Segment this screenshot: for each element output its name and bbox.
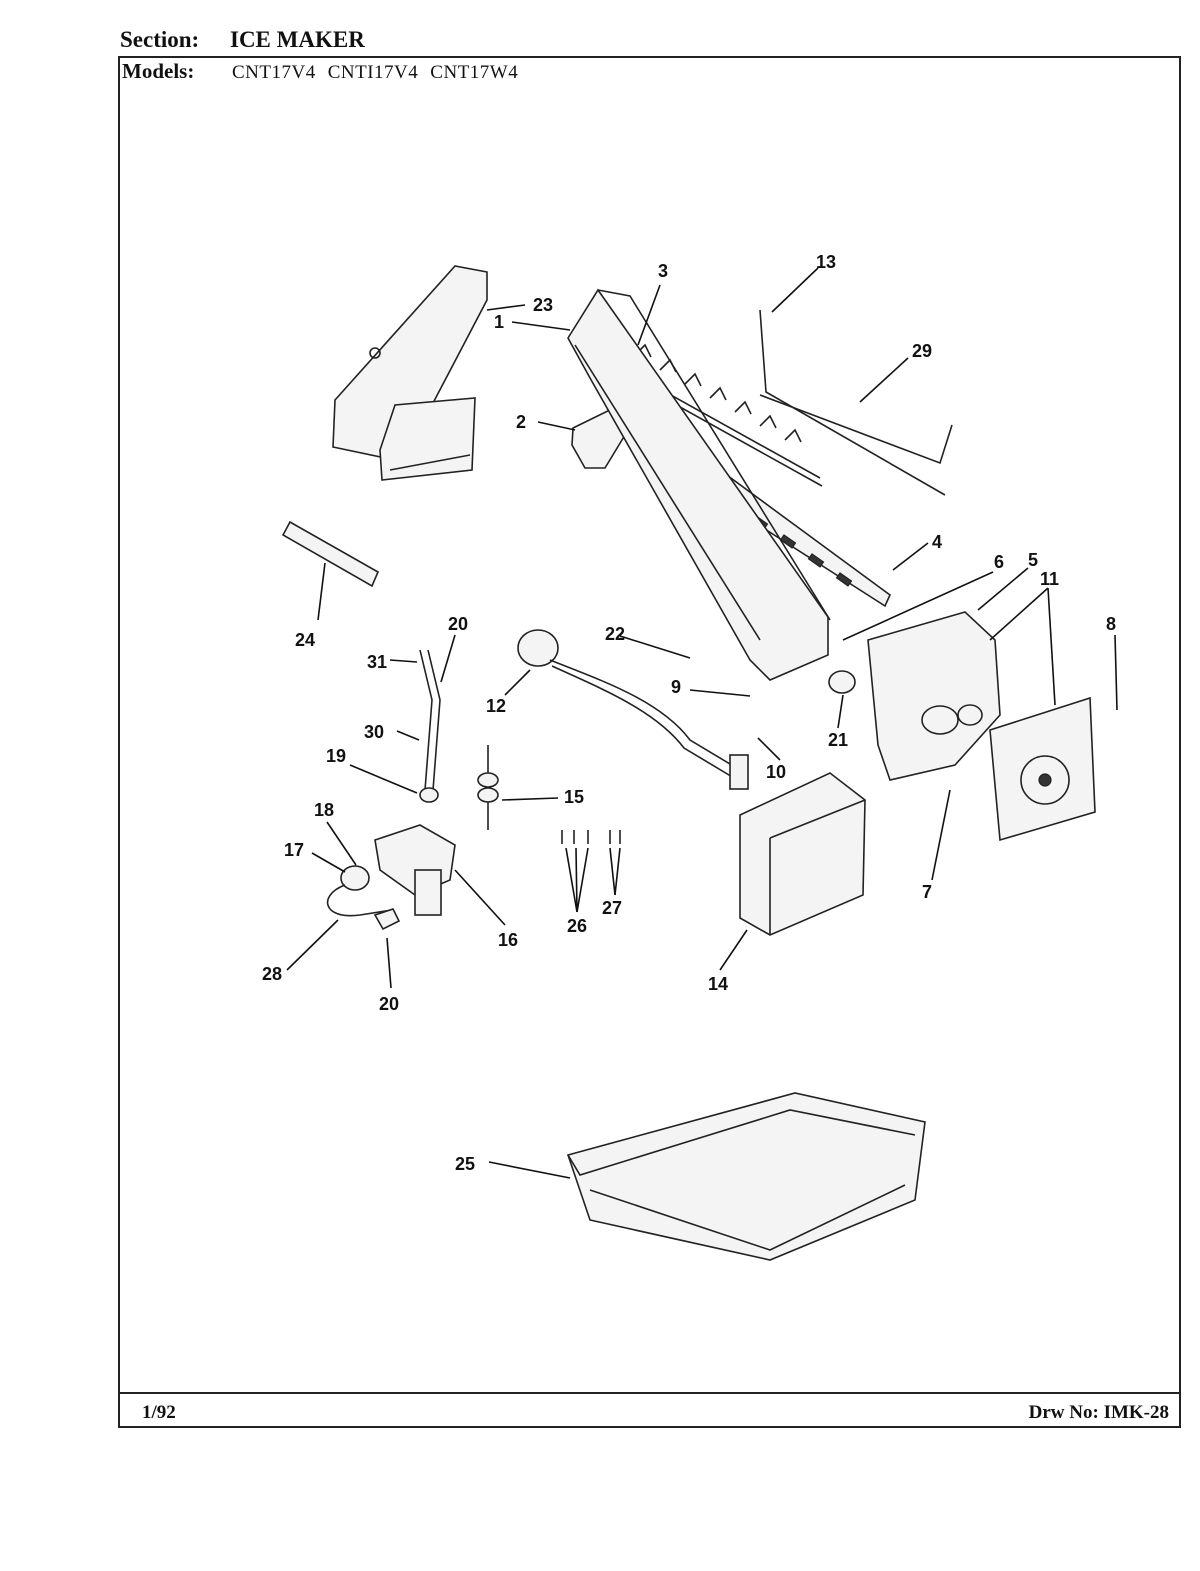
callout-25: 25 — [455, 1154, 475, 1174]
callout-24: 24 — [295, 630, 315, 650]
callout-15: 15 — [564, 787, 584, 807]
part-ice-bin — [566, 1092, 926, 1261]
diagram-frame: Models: CNT17V4 CNTI17V4 CNT17W4 1/92 Drw N… — [118, 56, 1181, 1428]
part-housing — [867, 611, 1001, 781]
part-fill-duct — [332, 265, 488, 481]
callout-22: 22 — [605, 624, 625, 644]
part-screws — [561, 830, 621, 844]
callout-12: 12 — [486, 696, 506, 716]
callout-19: 19 — [326, 746, 346, 766]
part-wire-harness — [517, 629, 749, 790]
model-number: CNTI17V4 — [327, 62, 419, 83]
callout-21: 21 — [828, 730, 848, 750]
section-row: Section: ICE MAKER — [120, 27, 365, 53]
callout-11: 11 — [1040, 569, 1059, 589]
callout-20: 20 — [448, 614, 468, 634]
callout-5: 5 — [1028, 550, 1038, 570]
section-value: ICE MAKER — [230, 27, 365, 52]
callout-14: 14 — [708, 974, 728, 994]
footer-date: 1/92 — [142, 1402, 176, 1423]
leader-lines — [286, 267, 1118, 1179]
callout-18: 18 — [314, 800, 334, 820]
callout-6: 6 — [994, 552, 1004, 572]
callout-31: 31 — [367, 652, 387, 672]
callout-10: 10 — [766, 762, 786, 782]
callout-20-lower: 20 — [379, 994, 399, 1014]
callout-23: 23 — [533, 295, 553, 315]
callout-27: 27 — [602, 898, 622, 918]
callout-9: 9 — [671, 677, 681, 697]
models-row: Models: CNT17V4 CNTI17V4 CNT17W4 — [122, 59, 530, 84]
part-thermostat — [828, 670, 856, 694]
section-label: Section: — [120, 27, 200, 52]
callout-17: 17 — [284, 840, 304, 860]
callout-28: 28 — [262, 964, 282, 984]
callout-29: 29 — [912, 341, 932, 361]
part-water-valve — [326, 824, 456, 931]
callout-26: 26 — [567, 916, 587, 936]
part-fill-tube — [281, 520, 380, 588]
callout-16: 16 — [498, 930, 518, 950]
part-mold — [567, 288, 831, 681]
callout-13: 13 — [816, 252, 836, 272]
callout-2: 2 — [516, 412, 526, 432]
callout-3: 3 — [658, 261, 668, 281]
part-cover — [739, 772, 866, 936]
callout-4: 4 — [932, 532, 942, 552]
callout-30: 30 — [364, 722, 384, 742]
part-water-tube — [419, 649, 441, 803]
drawing-number: Drw No: IMK-28 — [1028, 1402, 1169, 1423]
model-number: CNT17V4 — [232, 62, 316, 83]
part-motor — [989, 696, 1096, 842]
callout-8: 8 — [1106, 614, 1116, 634]
models-label: Models: — [122, 59, 195, 83]
model-number: CNT17W4 — [430, 62, 519, 83]
callout-1: 1 — [494, 312, 504, 332]
part-shutoff-arm — [759, 309, 953, 496]
part-fitting — [477, 745, 499, 830]
models-list: CNT17V4 CNTI17V4 CNT17W4 — [232, 62, 530, 83]
footer-divider — [120, 1392, 1179, 1394]
callout-7: 7 — [922, 882, 932, 902]
